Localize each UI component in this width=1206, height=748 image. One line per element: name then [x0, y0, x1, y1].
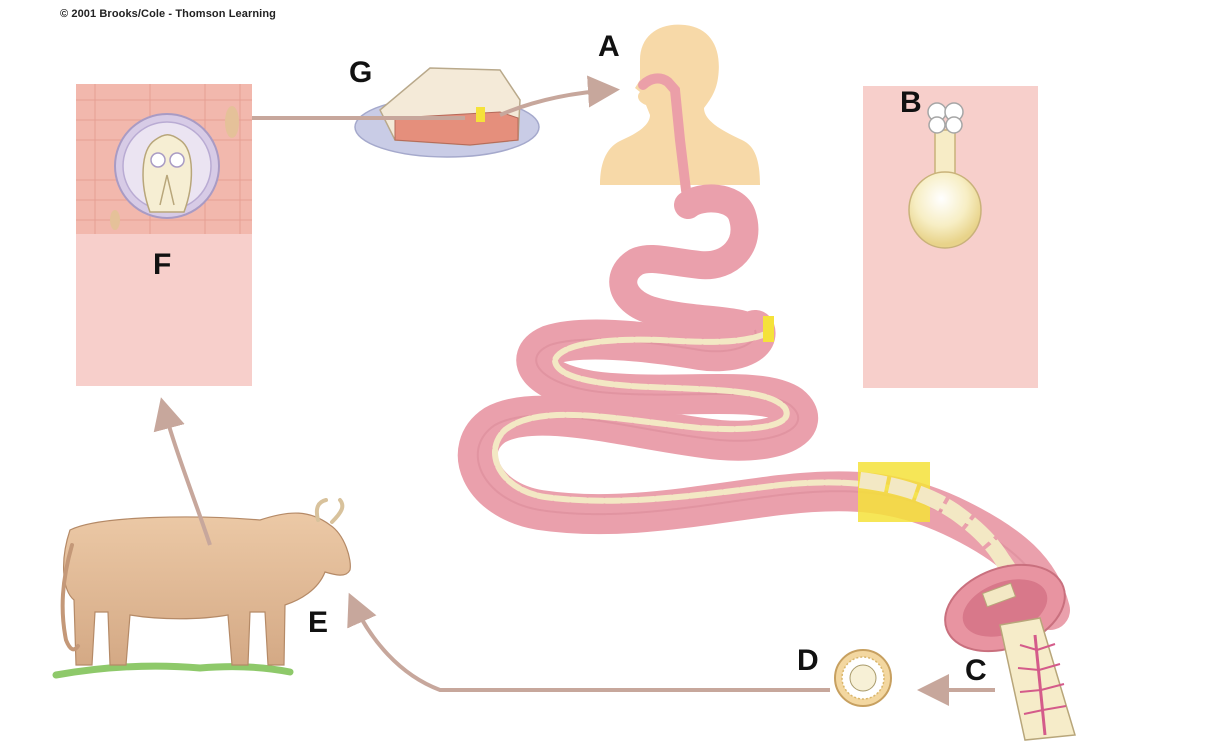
proglottid-body: [999, 617, 1076, 741]
bladder-vesicle: [908, 171, 982, 249]
life-cycle-arrows: [153, 75, 995, 706]
digestive-tract: [457, 184, 1070, 653]
uterus-branches: [1017, 643, 1067, 715]
cow-tail: [60, 543, 80, 652]
esophagus: [638, 73, 695, 215]
meat-on-plate: [354, 67, 540, 158]
label-e: E: [308, 606, 329, 639]
label-c: C: [965, 654, 987, 687]
invaginated-scolex: [142, 134, 193, 213]
intestine-outline: [476, 329, 1051, 611]
scolex-sucker: [928, 116, 946, 134]
cow-horn: [314, 498, 328, 522]
label-b: B: [900, 86, 922, 119]
cow-intermediate-host: [52, 498, 351, 679]
oncosphere: [849, 664, 877, 692]
uterus-stem: [1033, 634, 1047, 736]
panel-evaginated-scolex: [863, 86, 1038, 388]
arrow-e-to-f: [153, 397, 212, 546]
human-host: [600, 24, 760, 215]
scolex-neck: [159, 174, 175, 206]
proglottid-segment: [859, 472, 960, 519]
label-f: F: [153, 248, 172, 281]
label-d: D: [797, 644, 819, 677]
panel-muscle-cysticercus: [76, 84, 252, 386]
arrow-g-to-a: [499, 75, 620, 117]
tapeworm-strobila: [492, 330, 1028, 593]
muscle-fat-spot: [225, 106, 239, 138]
muscle-fat-spot: [110, 210, 120, 230]
scolex-sucker: [169, 152, 185, 168]
proglottid-segment: [981, 582, 1017, 608]
grass: [52, 662, 294, 679]
copyright-notice: © 2001 Brooks/Cole - Thomson Learning: [60, 8, 276, 20]
stomach-and-duodenum: [609, 184, 769, 344]
label-a: A: [598, 30, 620, 63]
gravid-proglottid: [999, 617, 1076, 741]
meat-lean-cut: [394, 111, 519, 146]
scolex-sucker: [150, 152, 166, 168]
arrow-d-to-e: [347, 592, 830, 692]
cyst-highlight: [476, 107, 485, 122]
scolex-attachment-highlight: [763, 316, 774, 342]
egg: [834, 649, 892, 707]
scolex-sucker: [945, 116, 963, 134]
small-intestine: [457, 310, 1070, 630]
cow-horn: [330, 498, 345, 524]
label-g: G: [349, 56, 373, 89]
cow-body: [63, 512, 351, 666]
